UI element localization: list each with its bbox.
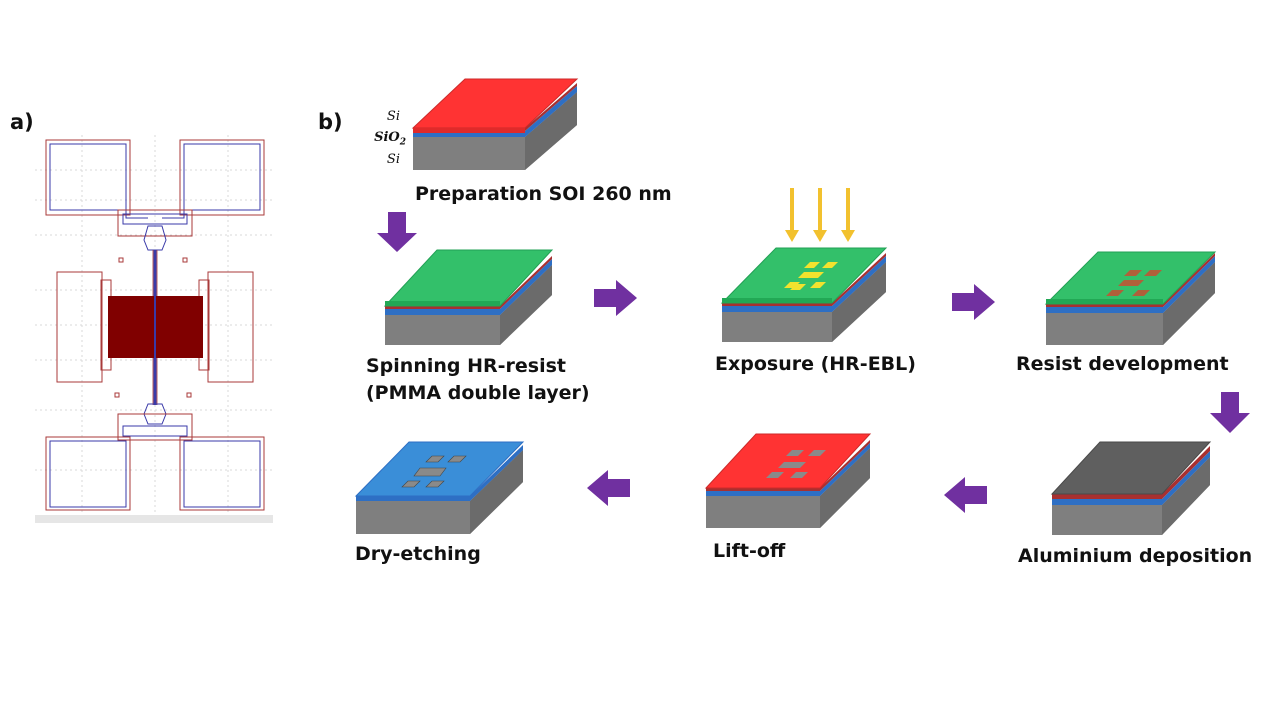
- arrow-down-step4: [1210, 392, 1250, 433]
- step-label-spinning-line1: Spinning HR-resist: [366, 355, 566, 377]
- step-label-dry-etching: Dry-etching: [355, 543, 481, 565]
- aluminium-pattern: [766, 450, 826, 478]
- block-lift-off: [704, 433, 872, 528]
- panel-b-label: b): [318, 110, 343, 134]
- step-label-lift-off: Lift-off: [713, 540, 786, 562]
- block-aluminium-deposition: [1050, 441, 1212, 535]
- connector-top: [117, 209, 193, 263]
- arrow-right-step2: [594, 280, 637, 316]
- etched-pattern: [401, 455, 467, 488]
- pad-top-right: [162, 139, 265, 219]
- flow-arrows: [377, 212, 1250, 513]
- arrow-left-step5: [944, 477, 987, 513]
- connector-bottom: [114, 392, 193, 441]
- pad-top-left: [45, 139, 148, 219]
- developed-pattern: [1106, 270, 1162, 296]
- layer-label-si-top: Si: [386, 109, 400, 124]
- step-label-resist-development: Resist development: [1016, 353, 1229, 375]
- electron-beam-arrows: [785, 188, 855, 242]
- arrow-left-step6: [587, 470, 630, 506]
- arrow-down-step1: [377, 212, 417, 252]
- block-spinning-resist: [383, 249, 554, 345]
- layer-label-sio2: SiO2: [374, 130, 406, 148]
- step-label-aluminium-deposition: Aluminium deposition: [1018, 545, 1253, 567]
- block-exposure: [720, 247, 888, 342]
- step-label-preparation: Preparation SOI 260 nm: [415, 183, 672, 205]
- pad-bottom-right: [179, 436, 265, 511]
- layer-label-si-bottom: Si: [386, 152, 400, 167]
- step-label-exposure: Exposure (HR-EBL): [715, 353, 916, 375]
- arrow-right-step3: [952, 284, 995, 320]
- exposed-pattern: [784, 262, 838, 290]
- pad-bottom-left: [45, 436, 131, 511]
- block-dry-etching: [354, 441, 525, 534]
- panel-a-label: a): [10, 110, 34, 134]
- block-preparation-soi: [411, 78, 579, 170]
- step-label-spinning-line2: (PMMA double layer): [366, 382, 590, 404]
- block-resist-development: [1044, 251, 1217, 345]
